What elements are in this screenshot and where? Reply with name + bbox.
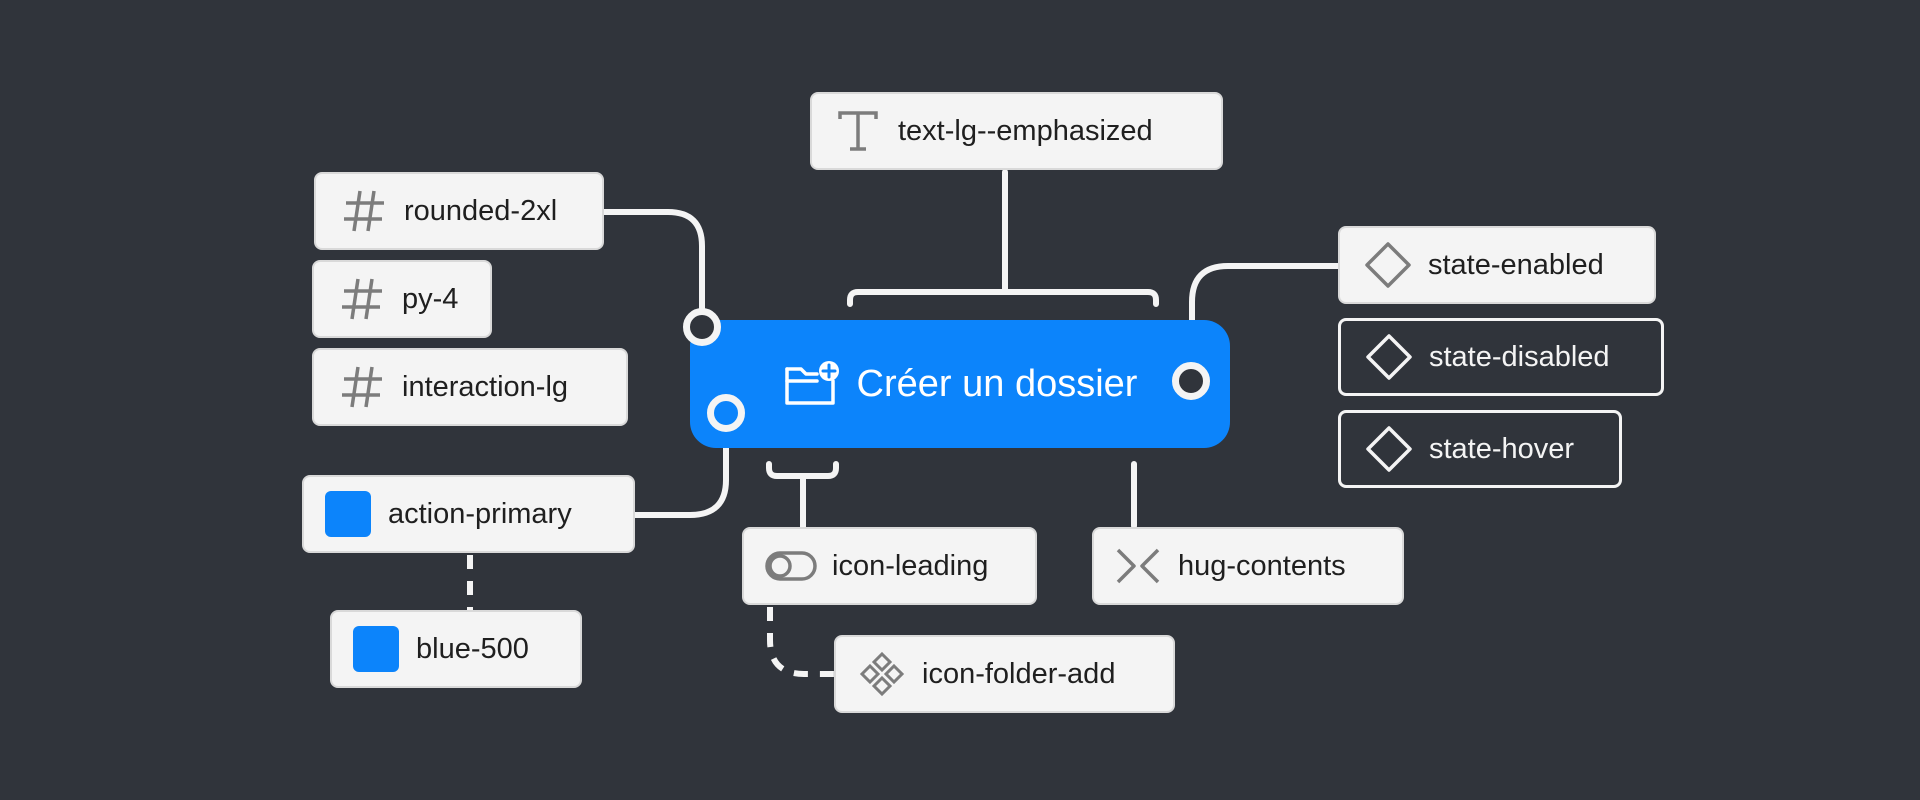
token-state-disabled-label: state-disabled [1429,340,1610,373]
token-icon-position[interactable]: icon-leading [742,527,1037,605]
token-icon-name-label: icon-folder-add [922,657,1116,690]
token-interaction[interactable]: interaction-lg [312,348,628,426]
hug-icon [1114,542,1162,590]
diamond-icon [1364,241,1412,289]
token-state-disabled[interactable]: state-disabled [1338,318,1664,396]
token-sizing[interactable]: hug-contents [1092,527,1404,605]
anchor-dot-radius [683,308,721,346]
connector-radius [599,209,705,313]
color-swatch [352,625,400,673]
token-typography[interactable]: text-lg--emphasized [810,92,1223,170]
token-padding-label: py-4 [402,282,459,315]
hash-icon [340,187,388,235]
toggle-icon [764,542,818,590]
token-state-hover-label: state-hover [1429,432,1575,465]
text-type-icon [834,107,882,155]
connector-color [629,429,729,518]
diamond-icon [1365,333,1413,381]
token-radius[interactable]: rounded-2xl [314,172,604,250]
main-button[interactable]: Créer un dossier [690,320,1230,448]
anchor-dot-state [1172,362,1210,400]
main-button-label: Créer un dossier [856,362,1138,405]
token-icon-position-label: icon-leading [832,549,989,582]
bracket-top [847,289,1159,307]
token-state-enabled[interactable]: state-enabled [1338,226,1656,304]
token-state-enabled-label: state-enabled [1428,248,1604,281]
connector-state [1189,263,1343,367]
token-padding[interactable]: py-4 [312,260,492,338]
swatch-action-primary [325,491,371,537]
color-swatch [324,490,372,538]
diamond-icon [1365,425,1413,473]
token-color-base[interactable]: blue-500 [330,610,582,688]
token-typography-label: text-lg--emphasized [898,114,1153,147]
token-icon-name[interactable]: icon-folder-add [834,635,1175,713]
component-icon [858,650,906,698]
token-color-base-label: blue-500 [416,632,529,665]
token-color-action[interactable]: action-primary [302,475,635,553]
folder-add-icon [783,359,843,409]
swatch-blue-500 [353,626,399,672]
anchor-dot-color [707,394,745,432]
token-sizing-label: hug-contents [1178,549,1346,582]
hash-icon [338,275,386,323]
token-state-hover[interactable]: state-hover [1338,410,1622,488]
hash-icon [338,363,386,411]
token-interaction-label: interaction-lg [402,370,569,403]
token-radius-label: rounded-2xl [404,194,558,227]
token-color-action-label: action-primary [388,497,572,530]
connector-icon-name [767,607,835,677]
